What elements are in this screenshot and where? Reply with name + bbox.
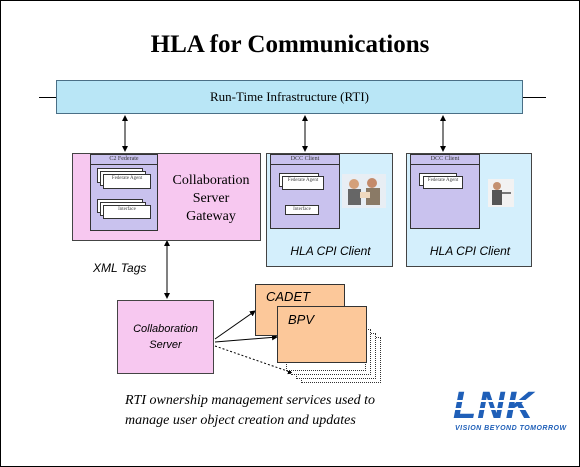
c2-federate-panel: C2 Federate Federate Agent Interface [90,154,158,231]
footer-text: RTI ownership management services used t… [125,393,376,428]
logo-stripe-2 [449,408,567,410]
lnk-tagline: VISION BEYOND TOMORROW [455,425,567,432]
rti-label: Run-Time Infrastructure (RTI) [209,89,370,104]
client2-caption: HLA CPI Client [429,244,511,258]
client1-caption: HLA CPI Client [290,244,371,258]
lnk-logo-text: LNK [453,385,535,427]
lnk-logo: LNK VISION BEYOND TOMORROW [449,386,569,436]
c2-federate-header: C2 Federate [91,155,157,165]
xml-tags-label: XML Tags [93,261,147,275]
dcc-client-header-1: DCC Client [271,155,339,165]
gateway-label: Collaboration Server Gateway [172,173,250,224]
arrow-to-cadet [214,310,256,340]
slide-title: HLA for Communications [150,31,430,58]
dcc-client-header-2: DCC Client [411,155,479,165]
collaboration-server-box: Collaboration Server [117,300,214,374]
logo-stripe-1 [449,400,567,402]
federate-agent-card-1: Federate Agent [282,176,324,190]
dcc-client-panel-1: DCC Client Federate Agent Interface [270,154,340,229]
people-photo-1 [342,174,386,208]
person-photo-2 [488,179,514,207]
dcc-client-panel-2: DCC Client Federate Agent [410,154,480,229]
arrow-to-bpv [214,334,278,343]
cadet-label: CADET [266,289,311,304]
hla-cpi-client-1: DCC Client Federate Agent Interface HLA … [266,153,393,267]
collaboration-server-gateway: C2 Federate Federate Agent Interface Col… [72,153,261,241]
hla-cpi-client-2: DCC Client Federate Agent HLA CPI Client [406,153,532,267]
interface-card: Interface [103,205,151,219]
interface-card-1: Interface [285,205,319,215]
arrow-to-more [214,345,294,375]
federate-agent-card: Federate Agent [103,174,151,189]
bpv-doc: BPV [277,306,367,363]
rti-bar: Run-Time Infrastructure (RTI) [56,80,523,114]
bpv-label: BPV [288,312,315,327]
federate-agent-card-2: Federate Agent [423,176,463,189]
